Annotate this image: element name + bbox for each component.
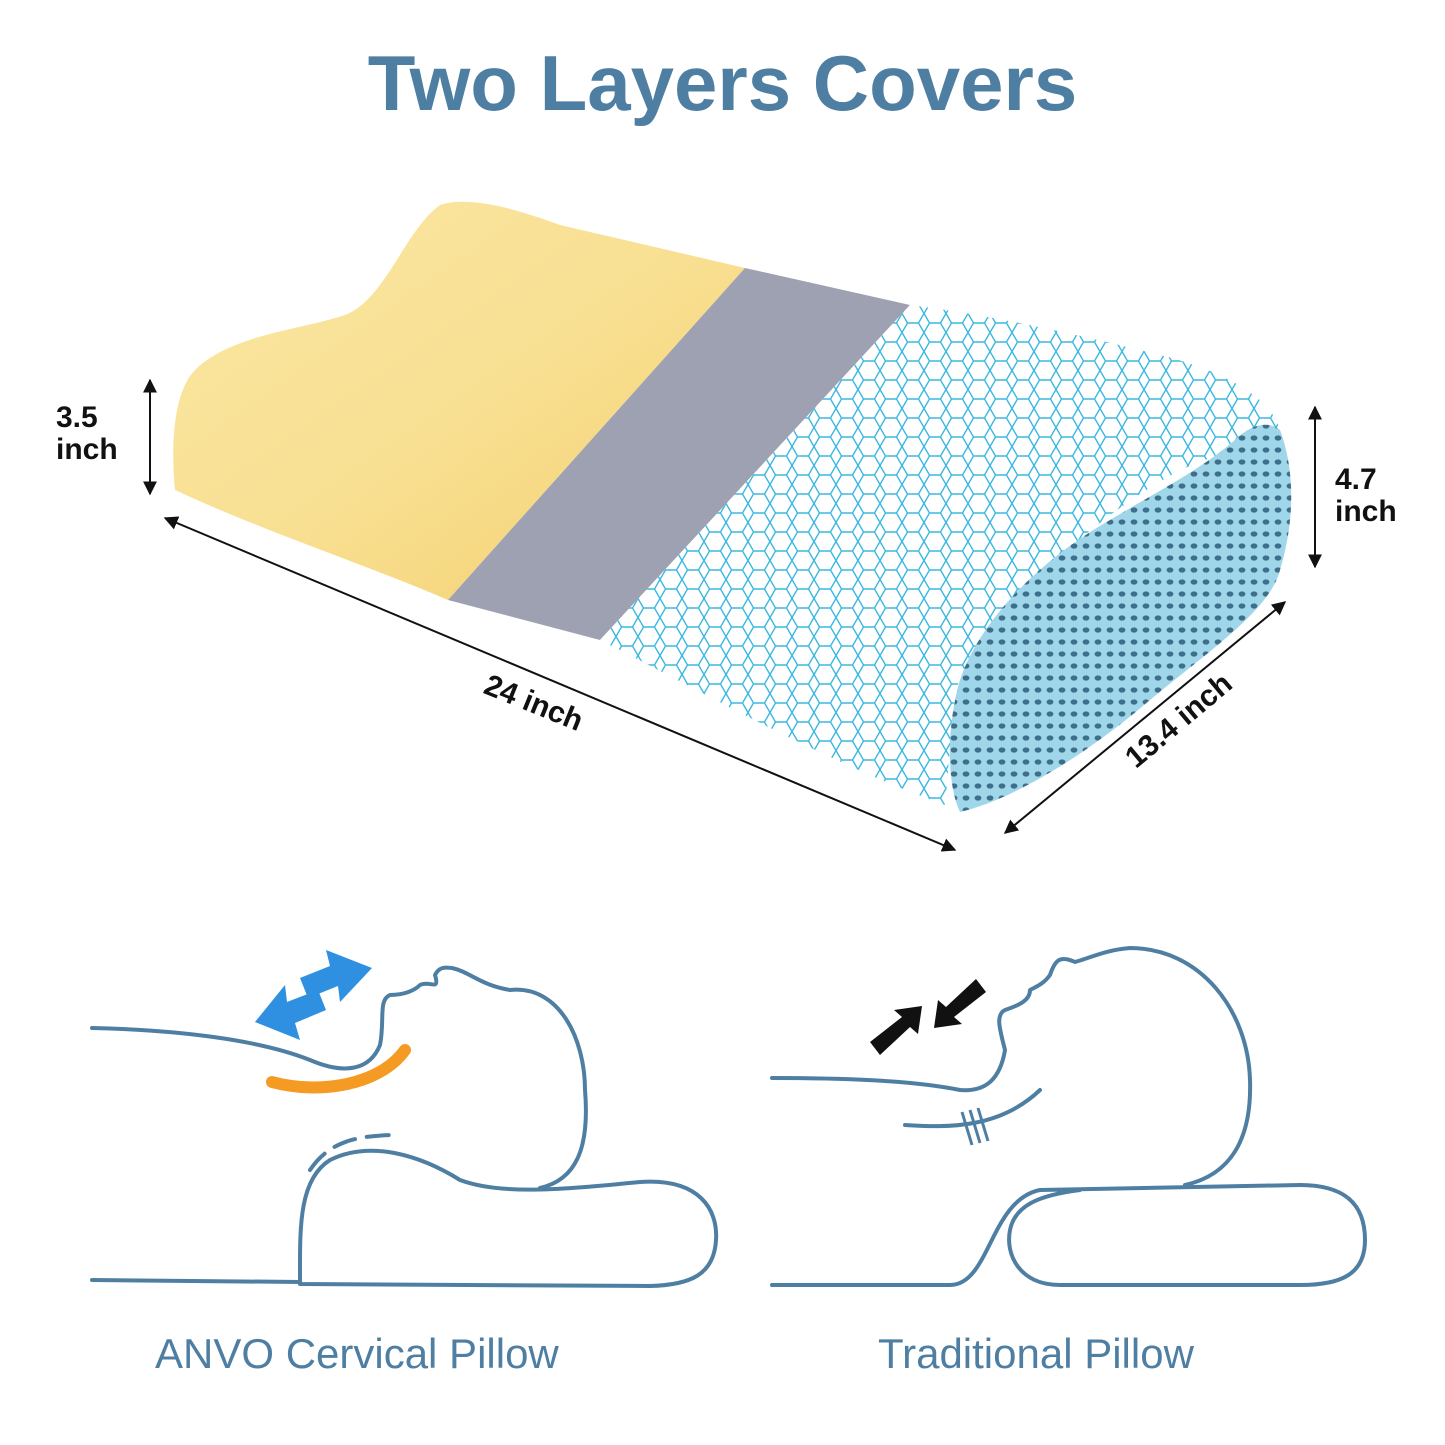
dimension-lines	[143, 378, 1322, 852]
yellow-cover	[173, 201, 745, 601]
right-height-unit: inch	[1335, 495, 1397, 528]
cervical-head-outline	[90, 965, 588, 1190]
left-height-value: 3.5	[56, 401, 98, 434]
caption-traditional-pillow: Traditional Pillow	[878, 1330, 1194, 1377]
compress-arrows-icon	[870, 979, 986, 1055]
right-height-label: 4.7 inch	[1335, 464, 1397, 528]
double-arrow-icon	[255, 950, 372, 1040]
spine-highlight	[266, 1044, 411, 1094]
strain-lines-icon	[960, 1107, 990, 1146]
cervical-pillow-shape	[297, 1148, 719, 1288]
left-height-label: 3.5 inch	[56, 402, 118, 466]
right-height-value: 4.7	[1335, 463, 1377, 496]
left-height-unit: inch	[56, 433, 118, 466]
caption-cervical-pillow: ANVO Cervical Pillow	[155, 1330, 559, 1377]
cervical-pillow-diagram	[90, 965, 719, 1288]
traditional-head-outline	[770, 946, 1253, 1187]
pillow-product	[173, 201, 1292, 812]
traditional-pillow-diagram	[770, 946, 1367, 1287]
page-title: Two Layers Covers	[367, 39, 1078, 127]
length-dimension-label: 24 inch	[479, 669, 587, 738]
